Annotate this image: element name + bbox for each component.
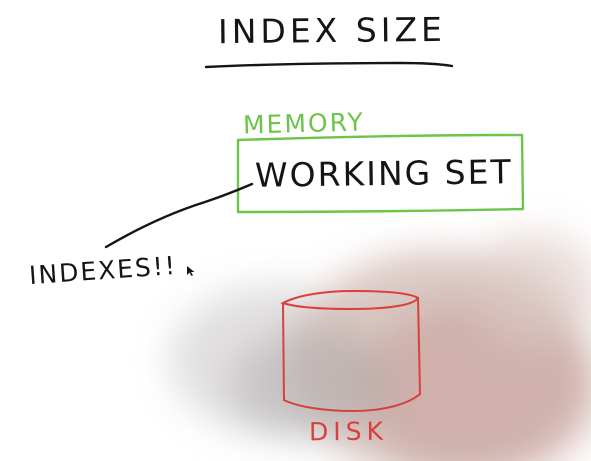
indexes-pointer-line [104,182,254,249]
diagram-title: INDEX SIZE [217,9,447,52]
working-set-label: WORKING SET [254,152,513,195]
disk-label: DISK [308,416,389,447]
memory-box [236,133,525,214]
memory-label: MEMORY [242,107,366,140]
mouse-pointer-icon [187,266,195,276]
title-underline [204,61,454,69]
disk-cylinder [280,289,421,413]
